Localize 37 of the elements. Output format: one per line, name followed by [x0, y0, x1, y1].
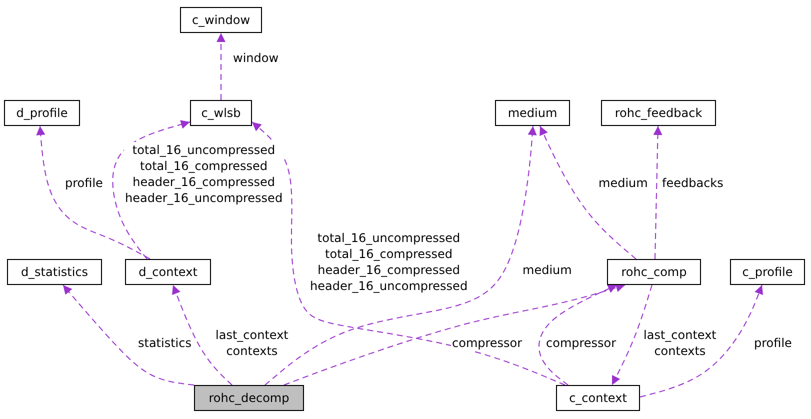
- dashed-arrow: [284, 283, 626, 386]
- class-box: [180, 7, 262, 33]
- class-name: rohc_feedback: [614, 106, 702, 120]
- class-box: [194, 385, 304, 411]
- class-box: [495, 100, 570, 126]
- dashed-arrow: [36, 126, 150, 260]
- dashed-arrow: [612, 284, 652, 386]
- class-name: rohc_decomp: [208, 391, 290, 405]
- class-box: [730, 259, 805, 285]
- class-name: d_context: [138, 265, 198, 279]
- class-box: [7, 259, 102, 285]
- edge-label: total_16_uncompressed total_16_compressed header_16_compressed header_16_uncompressed: [309, 230, 469, 294]
- dashed-arrow: [653, 126, 662, 260]
- dashed-arrow: [62, 284, 194, 386]
- class-name: d_statistics: [20, 265, 88, 279]
- dashed-arrow: [538, 284, 618, 386]
- class-name: c_wlsb: [201, 106, 241, 120]
- class-name: c_window: [192, 13, 250, 27]
- edge-label: profile: [753, 335, 793, 351]
- class-name: medium: [508, 106, 558, 120]
- class-box: [601, 100, 716, 126]
- dashed-arrow: [112, 120, 190, 260]
- class-name: rohc_comp: [621, 265, 687, 279]
- dashed-arrow: [172, 284, 232, 386]
- dashed-arrow: [540, 126, 636, 260]
- class-name: c_profile: [742, 265, 793, 279]
- class-box: [556, 385, 640, 411]
- class-box: [190, 100, 252, 126]
- class-box: [4, 100, 80, 126]
- edge-label: profile: [64, 175, 104, 191]
- class-name: c_context: [569, 391, 627, 405]
- class-name: d_profile: [16, 106, 68, 120]
- class-box: [607, 259, 701, 285]
- edge-label: total_16_uncompressed total_16_compressed header_16_compressed header_16_uncompressed: [124, 142, 284, 206]
- class-box: [125, 259, 211, 285]
- dashed-arrow: [216, 32, 226, 100]
- dashed-arrow: [640, 284, 764, 398]
